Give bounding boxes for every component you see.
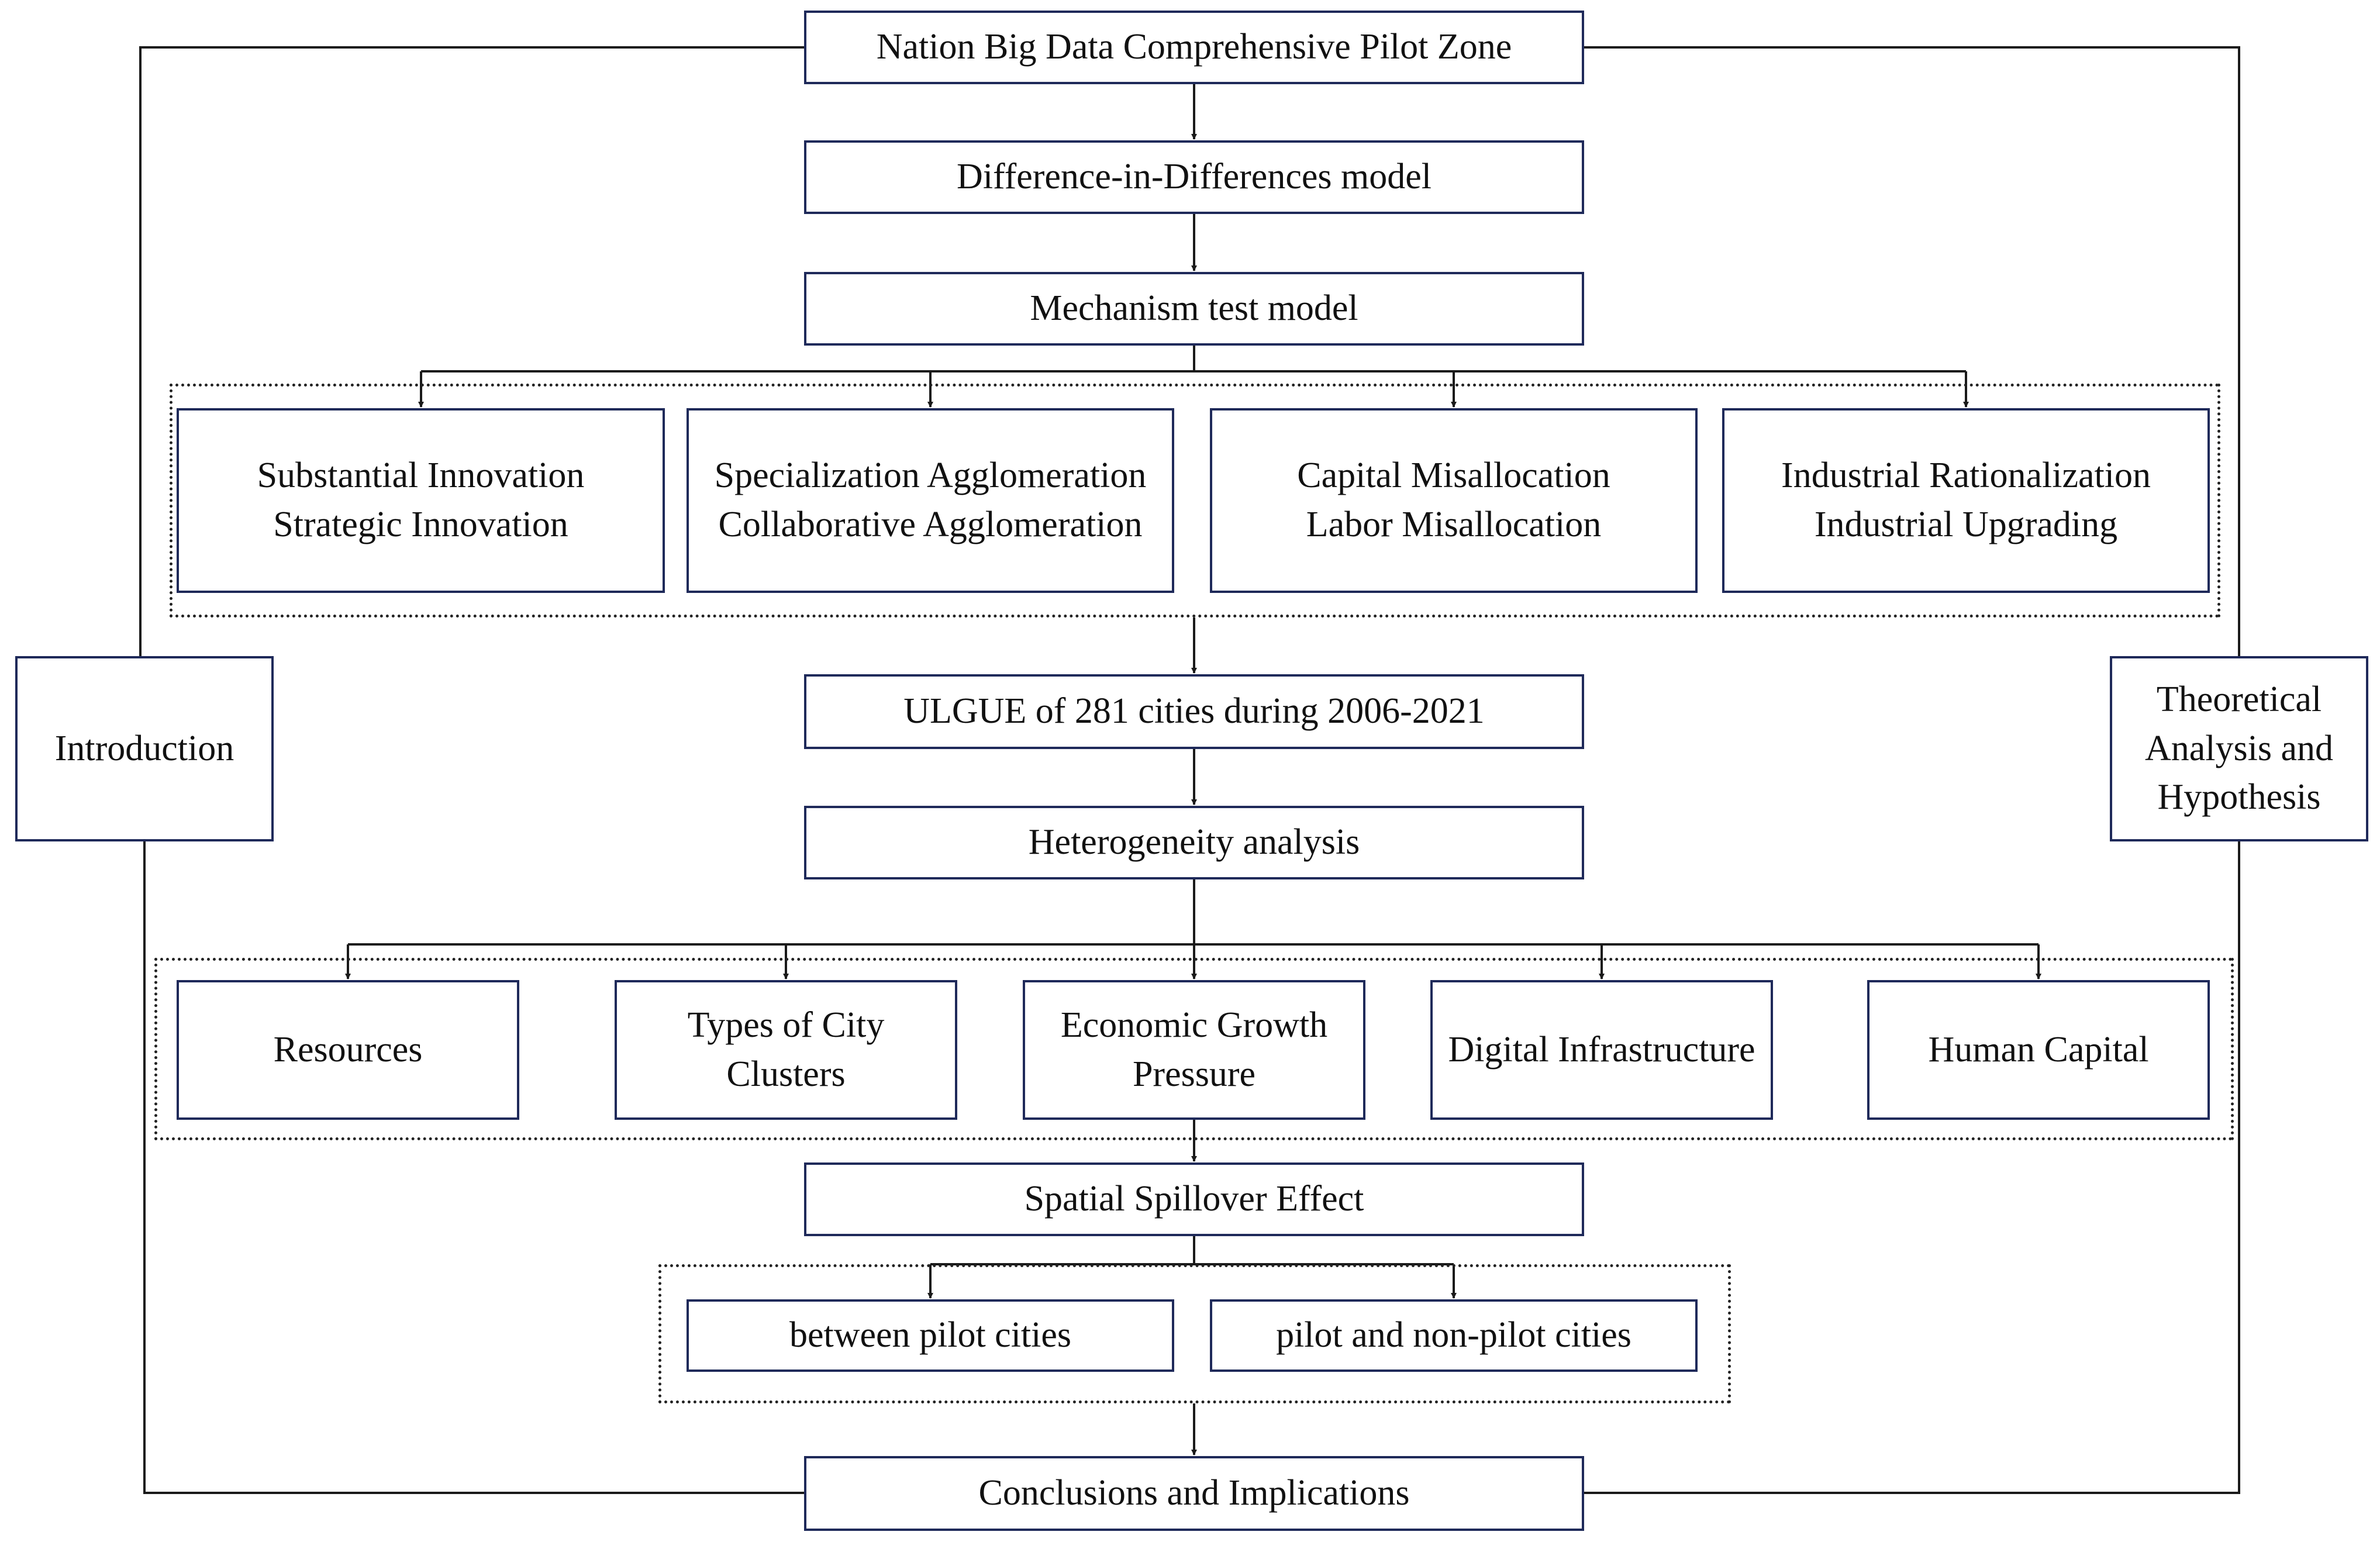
node-label: Introduction: [55, 725, 234, 774]
node-label: ULGUE of 281 cities during 2006-2021: [903, 687, 1485, 736]
node-label: between pilot cities: [789, 1311, 1071, 1360]
node-label-line: Resources: [273, 1029, 423, 1070]
node-label-line: Industrial Rationalization: [1781, 456, 2151, 496]
mechanism-group: [170, 384, 2220, 618]
conclusions-box: Conclusions and Implications: [804, 1456, 1584, 1531]
node-label-line: Pressure: [1132, 1054, 1256, 1094]
pilot-nonpilot-box: pilot and non-pilot cities: [1210, 1299, 1698, 1372]
node-label-line: Clusters: [726, 1054, 846, 1094]
node-label: Resources: [274, 1026, 423, 1075]
node-label-line: Strategic Innovation: [273, 505, 568, 544]
node-label-line: Analysis and: [2144, 728, 2334, 768]
node-label: pilot and non-pilot cities: [1276, 1311, 1631, 1360]
node-label: Nation Big Data Comprehensive Pilot Zone: [877, 23, 1512, 72]
node-label-line: Substantial Innovation: [257, 456, 585, 496]
ulgue-box: ULGUE of 281 cities during 2006-2021: [804, 674, 1584, 749]
node-label-line: Hypothesis: [2157, 777, 2321, 817]
node-label: Digital Infrastructure: [1448, 1026, 1755, 1075]
digital-infrastructure-box: Digital Infrastructure: [1430, 980, 1773, 1120]
node-label-line: Digital Infrastructure: [1448, 1029, 1755, 1070]
node-label-line: between pilot cities: [789, 1315, 1072, 1355]
node-label-line: Difference-in-Differences model: [957, 157, 1432, 197]
node-label-line: Capital Misallocation: [1297, 456, 1610, 496]
spillover-group: [658, 1264, 1731, 1403]
node-label-line: Economic Growth: [1060, 1005, 1328, 1045]
node-label-line: Types of City: [687, 1005, 885, 1045]
spillover-box: Spatial Spillover Effect: [804, 1162, 1584, 1236]
node-label-line: Theoretical: [2156, 679, 2322, 719]
line-pilot-to-theory: [1584, 46, 2240, 656]
node-label: Conclusions and Implications: [978, 1469, 1409, 1518]
node-label: Human Capital: [1928, 1026, 2148, 1075]
introduction-box: Introduction: [15, 656, 274, 841]
pilot-zone-box: Nation Big Data Comprehensive Pilot Zone: [804, 11, 1584, 84]
human-capital-box: Human Capital: [1867, 980, 2210, 1120]
node-label-line: Industrial Upgrading: [1814, 505, 2118, 544]
node-label-line: Spatial Spillover Effect: [1024, 1179, 1364, 1219]
mechanism-model-box: Mechanism test model: [804, 272, 1584, 346]
node-label-line: Specialization Agglomeration: [714, 456, 1147, 496]
node-label-line: Nation Big Data Comprehensive Pilot Zone: [876, 27, 1512, 67]
heterogeneity-box: Heterogeneity analysis: [804, 806, 1584, 879]
node-label-line: ULGUE of 281 cities during 2006-2021: [903, 691, 1485, 732]
node-label: Spatial Spillover Effect: [1025, 1175, 1364, 1224]
line-introduction-to-conclusions: [143, 841, 804, 1494]
node-label-line: pilot and non-pilot cities: [1276, 1315, 1631, 1355]
node-label-line: Introduction: [54, 728, 234, 768]
node-label-line: Conclusions and Implications: [978, 1473, 1410, 1513]
line-pilot-to-introduction: [139, 46, 804, 656]
node-label-line: Labor Misallocation: [1306, 505, 1602, 544]
node-label-line: Mechanism test model: [1030, 288, 1358, 329]
between-pilot-box: between pilot cities: [687, 1299, 1174, 1372]
line-theory-to-conclusions: [1584, 841, 2240, 1494]
node-label-line: Collaborative Agglomeration: [718, 505, 1143, 544]
node-label: Mechanism test model: [1030, 284, 1358, 333]
node-label-line: Human Capital: [1928, 1029, 2149, 1070]
resources-box: Resources: [177, 980, 519, 1120]
heterogeneity-group: [154, 958, 2234, 1140]
did-model-box: Difference-in-Differences model: [804, 140, 1584, 214]
node-label: Difference-in-Differences model: [957, 153, 1432, 202]
node-label: Heterogeneity analysis: [1029, 818, 1360, 867]
node-label-line: Heterogeneity analysis: [1028, 822, 1360, 863]
